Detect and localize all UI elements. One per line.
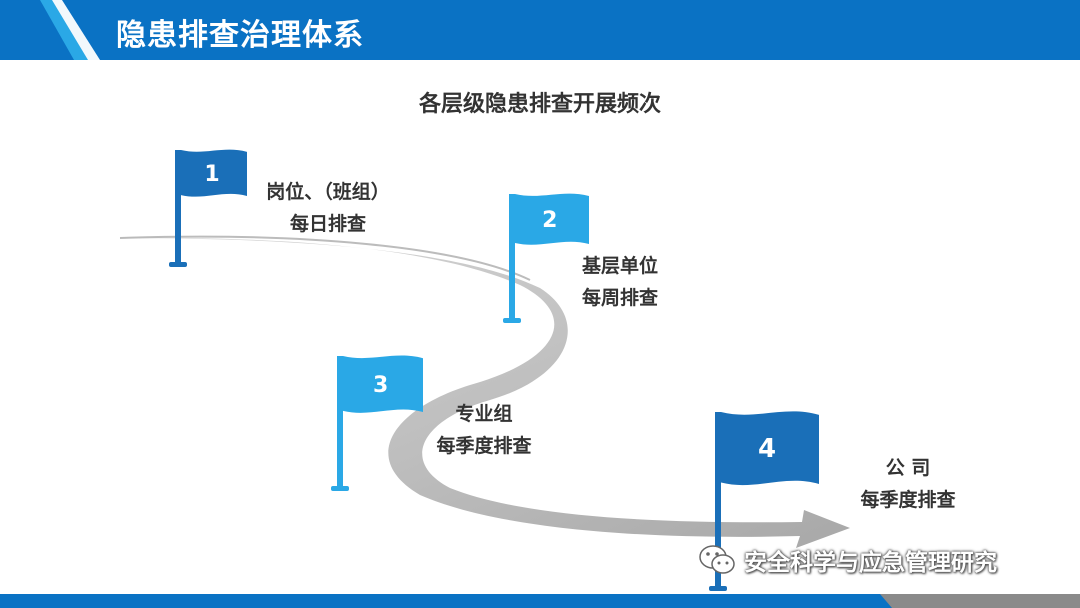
flag-2: 2 <box>503 193 589 323</box>
flag-2-label: 基层单位 每周排查 <box>560 250 680 314</box>
winding-road <box>120 237 850 548</box>
flag-4: 4 <box>709 411 819 591</box>
flag-1-number: 1 <box>204 162 219 187</box>
flag-3-level: 专业组 <box>455 403 513 425</box>
flag-3-number: 3 <box>373 373 388 398</box>
flag-2-level: 基层单位 <box>581 255 658 277</box>
flag-1-frequency: 每日排查 <box>289 213 366 235</box>
flag-3: 3 <box>331 355 423 491</box>
flag-4-level: 公 司 <box>885 457 931 479</box>
watermark: 安全科学与应急管理研究 <box>698 540 997 580</box>
flag-3-pole <box>337 356 343 490</box>
flag-2-cloth <box>515 193 589 245</box>
flag-1-level: 岗位、（班组） <box>266 181 390 203</box>
header-accent-shapes <box>0 0 100 60</box>
flag-1: 1 <box>169 149 247 267</box>
flag-4-pole <box>715 412 721 590</box>
flag-3-frequency: 每季度排查 <box>436 435 532 457</box>
flag-2-pole <box>509 194 515 322</box>
header-bar <box>0 0 1080 60</box>
footer-bar <box>0 594 1080 608</box>
flag-1-label: 岗位、（班组） 每日排查 <box>248 176 408 240</box>
flag-1-cloth <box>181 149 247 197</box>
page-title: 隐患排查治理体系 <box>116 18 364 53</box>
flag-4-number: 4 <box>758 434 776 464</box>
flag-2-frequency: 每周排查 <box>581 287 658 309</box>
flag-1-pole <box>175 150 181 266</box>
footer-accent <box>880 594 1080 608</box>
flag-4-frequency: 每季度排查 <box>860 489 956 511</box>
flag-3-label: 专业组 每季度排查 <box>418 398 550 462</box>
watermark-text: 安全科学与应急管理研究 <box>744 550 997 576</box>
flag-4-label: 公 司 每季度排查 <box>842 452 974 516</box>
diagram-subtitle: 各层级隐患排查开展频次 <box>418 92 661 117</box>
flag-4-cloth <box>721 411 819 486</box>
flag-2-number: 2 <box>542 208 557 233</box>
wechat-icon <box>699 545 735 574</box>
flag-3-cloth <box>343 355 423 413</box>
